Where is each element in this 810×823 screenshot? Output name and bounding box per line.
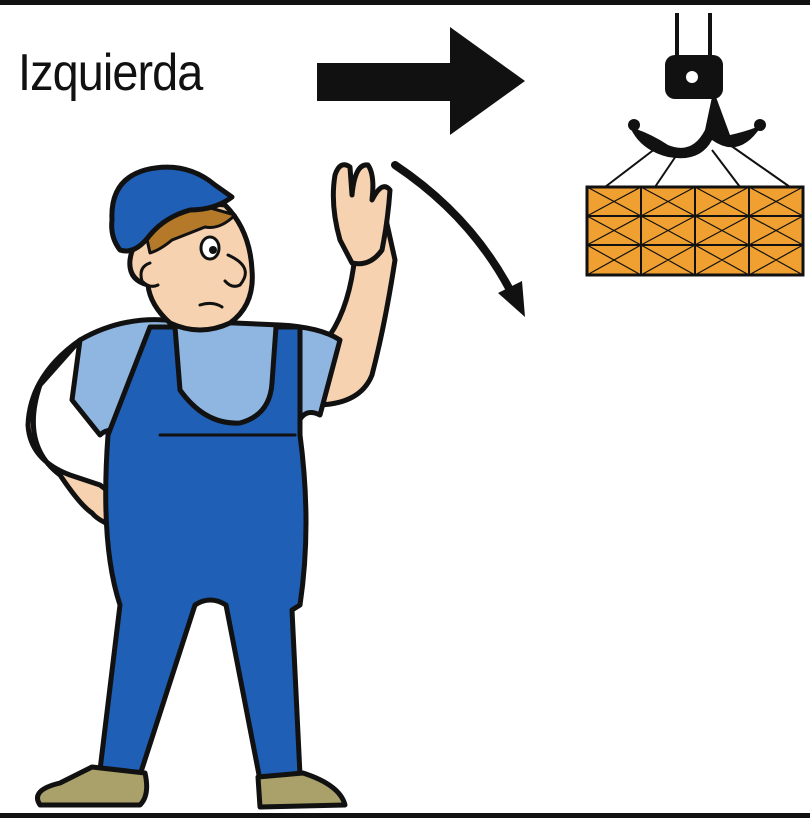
curved-arrow-icon bbox=[395, 165, 525, 317]
crate-load-icon bbox=[587, 187, 803, 275]
right-arrow-icon bbox=[317, 27, 525, 135]
crane-hook-icon bbox=[605, 13, 790, 187]
illustration bbox=[0, 5, 810, 823]
worker-figure bbox=[28, 165, 395, 807]
